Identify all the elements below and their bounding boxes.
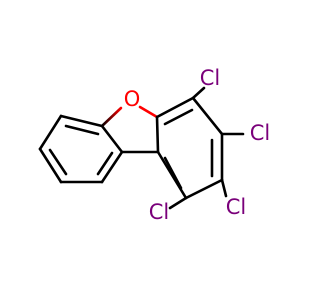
chlorine-label-1: Cl [200,66,221,90]
bond-c12-cl4 [168,196,188,210]
bond-c7-c9 [155,96,195,119]
furan-ring [100,105,160,154]
double-bond-c12-c8 [163,156,183,190]
bond-c11-cl3 [220,178,228,198]
chlorine-label-3: Cl [226,195,247,219]
molecule-drawing: O Cl Cl Cl Cl [38,66,271,224]
bond-c1-c2 [59,114,104,128]
bond-c12-c8 [156,150,188,200]
structure-canvas: O Cl Cl Cl Cl [38,66,271,224]
chlorine-label-4: Cl [149,200,170,224]
bond-c2-c3 [38,114,63,151]
bond-c6-c1 [100,124,124,154]
bond-c9-c10 [191,96,224,136]
chlorine-bonds [168,86,245,210]
bond-c7-c8 [155,115,160,154]
bond-c11-c12 [184,178,224,200]
double-bond-c5-c6 [96,151,114,176]
bond-c9-cl1 [191,86,206,100]
bond-c1-oxygen [100,106,123,128]
left-benzene-ring [38,114,124,184]
bond-c5-c6 [100,150,124,184]
right-benzene-ring [155,96,224,200]
oxygen-label: O [124,87,141,111]
bond-c3-c4 [38,147,63,184]
double-bond-c1-c2 [64,124,100,136]
bond-oxygen-c7 [138,105,159,119]
chlorine-label-2: Cl [250,121,271,145]
double-bond-c3-c4 [48,148,68,176]
double-bond-c7-c9 [163,108,194,126]
